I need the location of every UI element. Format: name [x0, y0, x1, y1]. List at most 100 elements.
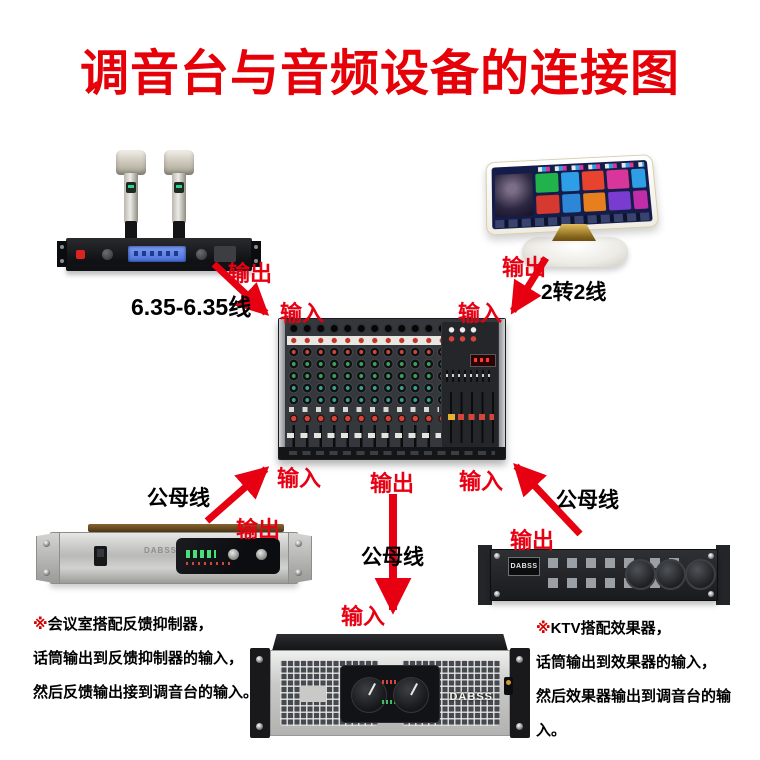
led-strip-red [382, 680, 398, 684]
mic-base [125, 221, 137, 242]
mic-base [173, 221, 185, 242]
label-cable-center: 公母线 [361, 546, 424, 569]
rack-ear [251, 241, 261, 267]
led-strip-green [382, 700, 398, 704]
power-amplifier: DABSS [248, 634, 532, 740]
karaoke-touchscreen [485, 154, 660, 236]
microphone-receiver [57, 238, 261, 271]
round-button [256, 549, 267, 560]
label-mixer-input-bottom-left: 输入 [277, 466, 322, 491]
label-mixer-input-left: 输入 [280, 301, 325, 326]
wireless-microphone [116, 150, 146, 242]
label-mixer-input-bottom-right: 输入 [459, 469, 504, 494]
mic-display [174, 182, 184, 193]
rack-ear [288, 532, 312, 584]
suppressor-display-panel [176, 538, 280, 574]
label-effects-output: 输出 [510, 528, 555, 553]
note-line: ※KTV搭配效果器， [536, 620, 671, 637]
rack-ear [510, 648, 530, 738]
feedback-suppressor: DABSS [36, 524, 312, 590]
power-switch [504, 677, 513, 695]
screw [494, 553, 500, 559]
button-row [548, 578, 642, 588]
touchscreen-display [491, 159, 653, 230]
singer-portrait [494, 172, 534, 218]
note-line: 然后反馈输出接到调音台的输入。 [33, 684, 259, 701]
note-line: 话筒输出到反馈抑制器的输入， [33, 650, 244, 667]
knob-row [287, 346, 441, 358]
knob-row [287, 382, 441, 394]
label-screen-output: 输出 [502, 255, 547, 280]
knob-row [287, 394, 441, 406]
rack-ear [716, 545, 730, 605]
label-amp-input: 输入 [341, 604, 386, 629]
receiver-knob [102, 249, 113, 260]
mute-button-row [289, 407, 439, 412]
note-marker: ※ [33, 616, 48, 633]
xlr-input-row [287, 322, 441, 335]
graphic-eq [446, 370, 494, 382]
receiver-lcd [128, 246, 186, 262]
rca-jacks [446, 325, 480, 343]
note-meeting-room: ※会议室搭配反馈抑制器， 话筒输出到反馈抑制器的输入， 然后反馈输出接到调音台的… [33, 608, 258, 710]
mic-body [172, 173, 186, 223]
meter-panel [340, 665, 440, 723]
master-fader-caps-red [458, 414, 494, 420]
mic-body [124, 173, 138, 223]
label-mic-output: 输出 [228, 261, 273, 286]
receiver-logo [76, 250, 85, 259]
note-line: 然后效果器输出到调音台的输入。 [536, 688, 732, 739]
suppressor-top-edge [88, 524, 284, 532]
gain-knob-strip [287, 336, 441, 345]
amp-badge [300, 686, 326, 702]
audio-mixer [278, 318, 506, 460]
power-switch [94, 546, 107, 566]
fader-caps [287, 433, 441, 438]
master-section [442, 322, 498, 447]
mic-display [126, 182, 136, 193]
screw [708, 553, 714, 559]
amp-brand: DABSS [449, 691, 493, 703]
suppressor-brand: DABSS [144, 546, 178, 555]
label-cable-635: 6.35-6.35线 [131, 294, 252, 320]
amp-faceplate: DABSS [270, 650, 513, 736]
label-cable-left: 公母线 [147, 487, 210, 510]
screw [708, 591, 714, 597]
led-indicators [186, 562, 230, 565]
knob-row [287, 358, 441, 370]
rack-ear [36, 532, 60, 584]
round-button [228, 549, 239, 560]
rack-ear [250, 648, 270, 738]
mic-grille [116, 150, 146, 175]
touchscreen-stand-neck [552, 224, 596, 241]
effects-knob [625, 559, 656, 590]
screw [494, 591, 500, 597]
amp-top-lid [272, 634, 508, 651]
wireless-microphone [164, 150, 194, 242]
note-line: 话筒输出到效果器的输入， [536, 654, 717, 671]
mic-grille [164, 150, 194, 175]
note-marker: ※ [536, 620, 551, 637]
effects-processor: DABSS [478, 545, 730, 605]
effects-brand: DABSS [508, 557, 540, 576]
mixer-side-panel [279, 319, 285, 448]
mixer-base [279, 447, 505, 459]
page-title: 调音台与音频设备的连接图 [79, 47, 680, 101]
note-line: ※会议室搭配反馈抑制器， [33, 616, 213, 633]
pan-knob-row [287, 413, 441, 424]
label-mixer-input-right: 输入 [458, 301, 503, 326]
rack-ear [478, 545, 492, 605]
effects-knob [655, 559, 686, 590]
mixer-side-panel [499, 319, 505, 448]
master-fader-cap-yellow [448, 414, 455, 420]
button-row [548, 558, 642, 568]
label-suppressor-output: 输出 [236, 517, 281, 542]
effects-knob [685, 559, 716, 590]
led-digits [186, 550, 216, 558]
label-cable-right: 公母线 [556, 489, 619, 512]
menu-tiles [535, 168, 649, 215]
receiver-label-plate [214, 246, 236, 262]
vu-meter [393, 677, 429, 713]
vu-meter [351, 677, 387, 713]
